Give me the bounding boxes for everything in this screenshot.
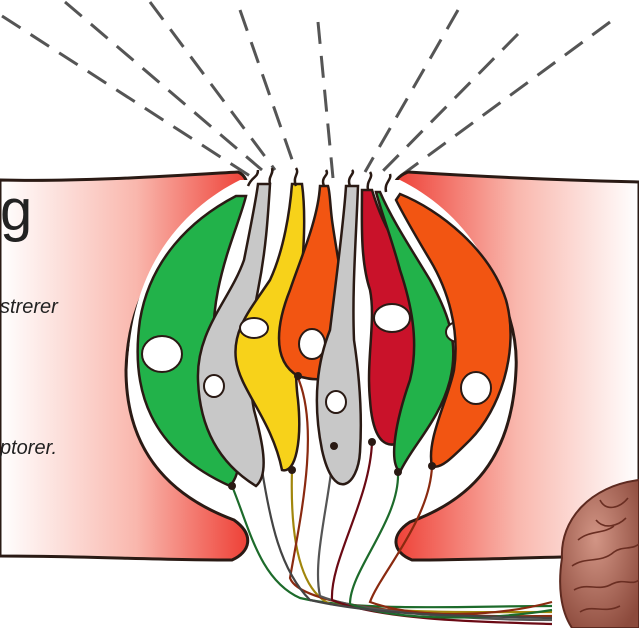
caption-fragment-2: ptorer. (0, 437, 57, 460)
heading-fragment: g (0, 176, 32, 246)
caption-fragment-1: strerer (0, 296, 58, 319)
odor-dash-lines (2, 2, 610, 180)
